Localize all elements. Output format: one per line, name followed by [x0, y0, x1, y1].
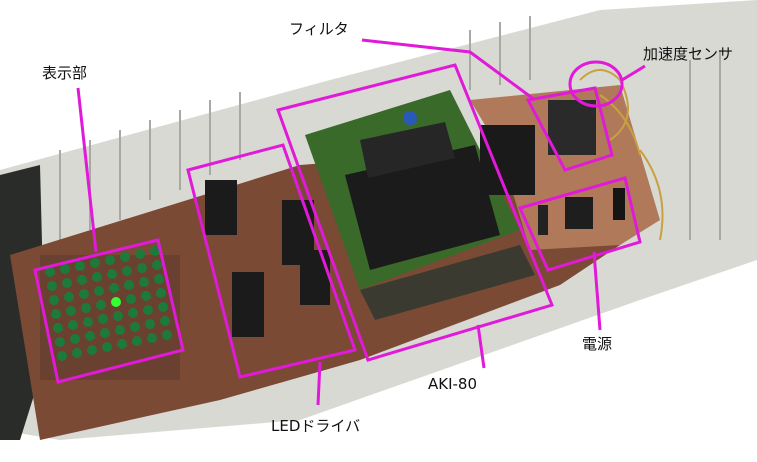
led: [162, 330, 172, 340]
led-lit: [111, 297, 121, 307]
connector-block: [480, 125, 535, 195]
led: [51, 309, 61, 319]
driver-ic-2: [232, 272, 264, 337]
led: [81, 303, 91, 313]
label-filter: フィルタ: [289, 20, 349, 38]
led: [105, 255, 115, 265]
led: [158, 302, 168, 312]
aki80-cpu: [360, 122, 455, 178]
pin-header: [360, 245, 535, 320]
led: [139, 277, 149, 287]
led: [154, 274, 164, 284]
led: [145, 319, 155, 329]
led: [137, 263, 147, 273]
aki80-chip: [345, 145, 500, 270]
led: [147, 333, 157, 343]
led: [68, 320, 78, 330]
regulator-ic: [565, 197, 593, 229]
led: [45, 267, 55, 277]
led: [152, 260, 162, 270]
driver-ic-4: [300, 250, 330, 305]
filter-component: [548, 100, 596, 155]
led: [132, 336, 142, 346]
led: [47, 281, 57, 291]
led: [126, 294, 136, 304]
led: [85, 331, 95, 341]
led: [156, 288, 166, 298]
driver-ic-1: [205, 180, 237, 235]
led: [90, 258, 100, 268]
sensor-wires: [579, 69, 664, 241]
leader-accel: [621, 64, 646, 82]
led: [75, 261, 85, 271]
box-aki80: [276, 63, 555, 362]
led: [60, 264, 70, 274]
led: [79, 289, 89, 299]
label-display: 表示部: [42, 64, 88, 82]
led: [141, 291, 151, 301]
led: [55, 337, 65, 347]
led: [128, 308, 138, 318]
blue-capacitor: [403, 111, 417, 125]
led: [49, 295, 59, 305]
box-led-driver: [186, 143, 357, 379]
led: [150, 246, 160, 256]
led: [70, 334, 80, 344]
led: [57, 351, 67, 361]
led: [143, 305, 153, 315]
led: [83, 317, 93, 327]
led: [64, 292, 74, 302]
circle-accel: [568, 60, 624, 108]
led: [72, 348, 82, 358]
led: [113, 311, 123, 321]
leader-display: [76, 87, 98, 253]
led: [94, 286, 104, 296]
label-accel-sensor: 加速度センサ: [643, 45, 734, 63]
power-resistor: [538, 205, 548, 235]
label-led-driver: LEDドライバ: [271, 417, 361, 435]
led: [77, 275, 87, 285]
led: [160, 316, 170, 326]
led: [115, 325, 125, 335]
led: [130, 322, 140, 332]
label-power: 電源: [582, 335, 613, 353]
led: [117, 339, 127, 349]
leader-power: [592, 251, 602, 331]
led: [102, 342, 112, 352]
leader-led-driver: [316, 361, 322, 406]
led: [107, 269, 117, 279]
led: [135, 249, 145, 259]
annotation-overlays: [33, 38, 646, 406]
led: [100, 328, 110, 338]
led: [96, 300, 106, 310]
led: [98, 314, 108, 324]
box-display: [33, 238, 185, 384]
led: [122, 266, 132, 276]
led: [53, 323, 63, 333]
led: [62, 278, 72, 288]
led: [87, 345, 97, 355]
box-power: [517, 176, 642, 272]
label-aki80: AKI-80: [428, 375, 478, 393]
leader-aki80: [476, 324, 486, 369]
led: [124, 280, 134, 290]
leader-filter: [361, 38, 536, 102]
led: [92, 272, 102, 282]
power-capacitor: [613, 188, 625, 220]
led: [109, 283, 119, 293]
led-grid: [45, 246, 172, 361]
led: [66, 306, 76, 316]
led: [120, 252, 130, 262]
